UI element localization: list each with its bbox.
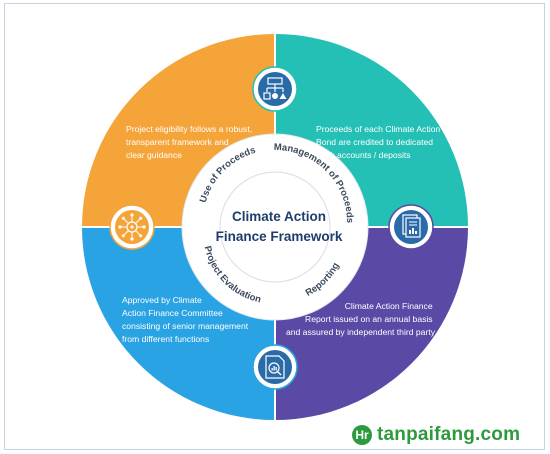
center-title-line1: Climate Action (232, 209, 326, 224)
committee-hub-icon (109, 204, 155, 250)
network-structure-icon (252, 66, 298, 112)
watermark-text: tanpaifang.com (377, 424, 521, 445)
magnifier-chart-icon (252, 344, 298, 390)
use-of-proceeds-description: Project eligibility follows a robust, tr… (126, 124, 255, 160)
watermark: Hr tanpaifang.com (352, 423, 520, 447)
document-report-icon (388, 204, 434, 250)
watermark-logo-icon: Hr (352, 425, 372, 445)
management-of-proceeds-description: Proceeds of each Climate Action Bond are… (316, 124, 443, 160)
project-evaluation-description: Approved by Climate Action Finance Commi… (122, 295, 251, 344)
center-title-line2: Finance Framework (216, 229, 343, 244)
center-circle (219, 171, 331, 283)
inner-ring-outline (181, 133, 369, 321)
reporting-description: Climate Action Finance Report issued on … (286, 301, 436, 337)
